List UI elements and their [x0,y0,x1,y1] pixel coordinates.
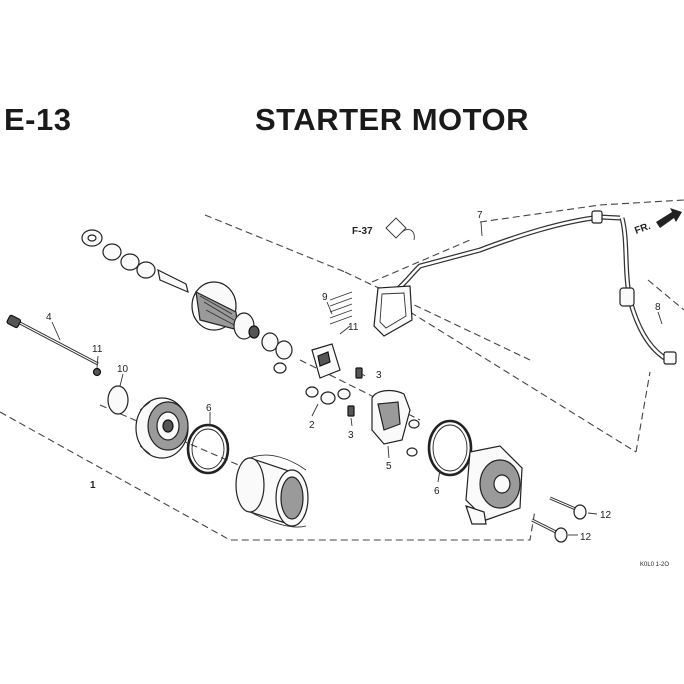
drawing-code: K0L0 1-2O [640,562,669,568]
thrust-washers [261,332,293,360]
callout-1: 1 [90,480,96,491]
callout-4: 4 [46,312,52,323]
brush-holder [273,343,351,405]
callout-11-right: 11 [348,322,359,333]
direction-label: FR. [633,221,652,237]
brush-spring [329,291,353,325]
screw-3-upper [355,367,363,379]
bolt-12-lower [531,518,568,543]
front-arrow-icon [656,208,682,228]
callout-3-upper: 3 [376,370,382,381]
callout-12-upper: 12 [600,510,612,521]
o-ring-6-right [427,419,473,477]
brush-plate [371,389,420,457]
callout-8: 8 [655,302,661,313]
screw-3-lower [347,405,355,417]
callout-3-lower: 3 [348,430,354,441]
armature [157,268,260,340]
washer-11 [92,367,102,377]
callout-numbers: 1 2 3 3 4 5 6 6 7 8 9 10 11 11 12 12 [46,210,661,543]
rear-cover [465,445,523,525]
o-ring-6-left [186,423,230,475]
ref-f37-tag [385,217,415,241]
motor-yoke [235,454,309,528]
wire-harness [373,210,677,365]
callout-10: 10 [117,364,129,375]
callout-12-lower: 12 [580,532,592,543]
callout-6-right: 6 [434,486,440,497]
ref-f37-label: F-37 [352,226,373,237]
o-ring-10 [107,385,129,415]
leader-lines [51,221,663,536]
front-cover [135,397,189,459]
callout-6-left: 6 [206,403,212,414]
callout-7: 7 [477,210,483,221]
callout-2: 2 [309,420,315,431]
bolt-12-upper [549,496,587,520]
callout-11-left: 11 [92,344,103,355]
section-code: E-13 [4,102,72,137]
shim-washers [81,229,156,279]
page-title: STARTER MOTOR [255,102,530,137]
long-bolt [6,314,99,366]
callout-9: 9 [322,292,328,303]
callout-5: 5 [386,461,392,472]
